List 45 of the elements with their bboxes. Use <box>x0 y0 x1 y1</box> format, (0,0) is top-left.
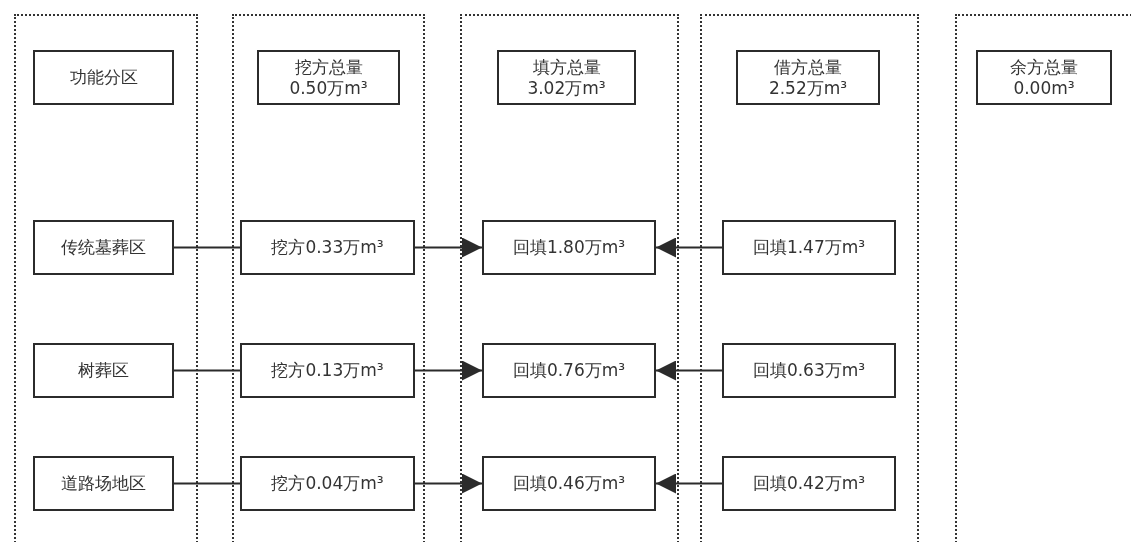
box-label: 回填0.63万m³ <box>752 360 866 381</box>
process-box <box>33 456 174 511</box>
box-label: 道路场地区 <box>61 473 146 494</box>
arrow <box>655 473 723 494</box>
arrow <box>414 237 483 258</box>
zone-column <box>460 14 679 542</box>
process-box <box>240 220 415 275</box>
box-label: 回填1.80万m³ <box>512 237 626 258</box>
process-box <box>240 343 415 398</box>
box-label: 借方总量 2.52万m³ <box>767 57 849 98</box>
box-label: 回填0.46万m³ <box>512 473 626 494</box>
process-box <box>482 343 656 398</box>
process-box <box>722 456 896 511</box>
process-box <box>736 50 880 105</box>
arrow <box>655 237 723 258</box>
zone-column <box>955 14 1131 542</box>
box-label: 传统墓葬区 <box>61 237 146 258</box>
process-box <box>722 343 896 398</box>
process-box <box>33 220 174 275</box>
zone-column <box>700 14 919 542</box>
box-label: 余方总量 0.00m³ <box>1009 57 1079 98</box>
zone-column <box>232 14 425 542</box>
process-box <box>722 220 896 275</box>
process-box <box>497 50 636 105</box>
arrow <box>414 473 483 494</box>
box-label: 回填0.42万m³ <box>752 473 866 494</box>
box-label: 填方总量 3.02万m³ <box>526 57 607 98</box>
zone-column <box>14 14 198 542</box>
process-box <box>33 50 174 105</box>
box-label: 树葬区 <box>78 360 129 381</box>
process-box <box>976 50 1112 105</box>
box-label: 挖方总量 0.50万m³ <box>288 57 369 98</box>
process-box <box>482 220 656 275</box>
process-box <box>33 343 174 398</box>
box-label: 挖方0.13万m³ <box>271 360 384 381</box>
box-label: 挖方0.04万m³ <box>271 473 384 494</box>
box-label: 回填1.47万m³ <box>752 237 866 258</box>
process-box <box>240 456 415 511</box>
process-box <box>482 456 656 511</box>
process-box <box>257 50 400 105</box>
arrow <box>414 360 483 381</box>
box-label: 回填0.76万m³ <box>512 360 626 381</box>
arrow <box>655 360 723 381</box>
box-label: 功能分区 <box>69 67 138 88</box>
box-label: 挖方0.33万m³ <box>271 237 384 258</box>
